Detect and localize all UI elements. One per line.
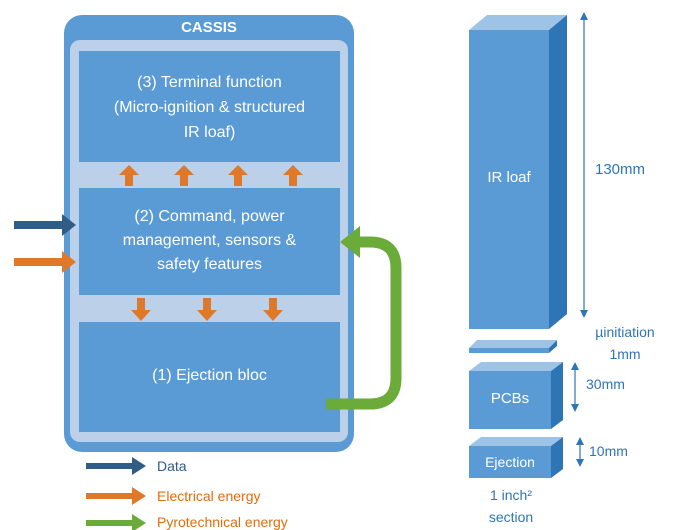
down-arrows [131, 298, 283, 321]
up-arrow [174, 165, 194, 186]
initiation-slab [469, 340, 557, 353]
legend-data-label: Data [157, 458, 187, 474]
up-arrows [119, 165, 303, 186]
legend-pyrotechnical-arrow [86, 514, 146, 530]
ejection-dimension-label: 10mm [589, 443, 628, 459]
data-input-arrow [14, 214, 76, 236]
initiation-dimension-label: µinitiation 1mm [595, 324, 655, 362]
dimension-lines [571, 12, 588, 467]
down-arrow [131, 298, 151, 321]
ejection-box [469, 437, 563, 478]
ir-loaf-box [469, 15, 567, 329]
legend-data-arrow [86, 457, 146, 475]
up-arrow [283, 165, 303, 186]
cassis-title: CASSIS [181, 19, 237, 36]
pyrotechnical-arrow-head [340, 226, 360, 258]
ejection-bloc-label: (1) Ejection bloc [152, 367, 267, 384]
terminal-function-block [79, 51, 340, 162]
up-arrow [228, 165, 248, 186]
ejection-bloc-block [79, 322, 340, 432]
terminal-function-label: (3) Terminal function (Micro-ignition & … [113, 74, 306, 141]
legend-pyrotechnical-label: Pyrotechnical energy [157, 514, 288, 530]
pyrotechnical-feedback-arrow [326, 236, 402, 410]
ir-loaf-label: IR loaf [487, 169, 531, 186]
legend-electrical-arrow [86, 487, 146, 505]
ejection-label: Ejection [485, 454, 535, 470]
command-block [79, 188, 340, 295]
up-arrow [119, 165, 139, 186]
down-arrow [263, 298, 283, 321]
section-label: 1 inch² section [488, 487, 534, 525]
legend-electrical-label: Electrical energy [157, 488, 261, 504]
electrical-input-arrow [14, 251, 76, 273]
pcbs-label: PCBs [490, 390, 530, 407]
command-block-label: (2) Command, power management, sensors &… [122, 208, 297, 273]
down-arrow [197, 298, 217, 321]
ir-loaf-dimension-label: 130mm [595, 161, 646, 178]
pcbs-dimension-label: 30mm [586, 376, 625, 392]
pcbs-box [469, 362, 563, 429]
